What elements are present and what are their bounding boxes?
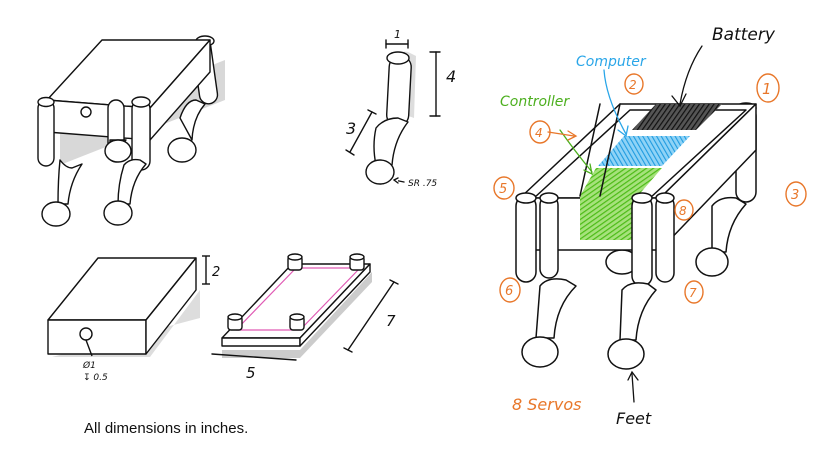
base-post: [349, 253, 365, 271]
back-leg-lower: [167, 99, 206, 163]
annotated-robot-sketch: [515, 102, 757, 370]
dim-foot-radius: SR .75: [408, 179, 437, 189]
dim-hole-depth: ↧ 0.5: [83, 373, 108, 383]
label-controller: Controller: [500, 94, 570, 110]
dim-box-height: 2: [212, 265, 220, 280]
leg-part-sketch: [345, 39, 441, 185]
mid-leg-lower: [104, 139, 132, 163]
dimensions-caption: All dimensions in inches.: [84, 420, 249, 437]
servo-number-1: 1: [762, 80, 772, 98]
controller-fill: [580, 168, 662, 240]
servo-number-2: 2: [629, 78, 637, 92]
label-computer: Computer: [576, 54, 647, 70]
front-leg-right-upper: [131, 96, 151, 171]
front-left-leg: [515, 192, 577, 368]
front-right-leg: [607, 192, 675, 370]
base-post: [289, 313, 305, 331]
servo-number-7: 7: [689, 286, 697, 300]
servo-markers: [493, 73, 807, 304]
label-battery: Battery: [712, 25, 776, 45]
servo-number-6: 6: [505, 284, 513, 299]
base-post: [227, 313, 243, 331]
dim-upper-leg: 4: [446, 67, 456, 86]
dim-top-width: 1: [394, 28, 401, 41]
front-leg-right-lower: [103, 158, 147, 226]
robot-assembly-sketch: [37, 35, 225, 227]
label-feet: Feet: [616, 409, 652, 428]
computer-fill: [598, 136, 690, 166]
dim-lower-leg: 3: [346, 119, 356, 138]
front-leg-left-upper: [37, 96, 55, 167]
annotation-arrows: [547, 45, 703, 403]
servo-number-8: 8: [679, 204, 687, 218]
battery-fill: [632, 104, 722, 130]
dim-base-width: 5: [246, 364, 256, 382]
servo-number-5: 5: [499, 182, 507, 197]
servo-number-3: 3: [791, 188, 799, 203]
base-post: [287, 253, 303, 271]
front-leg-left-lower: [41, 159, 83, 227]
base-plate-part: [211, 253, 399, 361]
servo-number-4: 4: [535, 126, 543, 140]
label-servos: 8 Servos: [512, 395, 581, 414]
body-box: [46, 39, 211, 141]
dim-base-length: 7: [386, 312, 396, 330]
body-box-part: [47, 255, 210, 357]
dim-hole-diameter: Ø1: [82, 360, 96, 371]
